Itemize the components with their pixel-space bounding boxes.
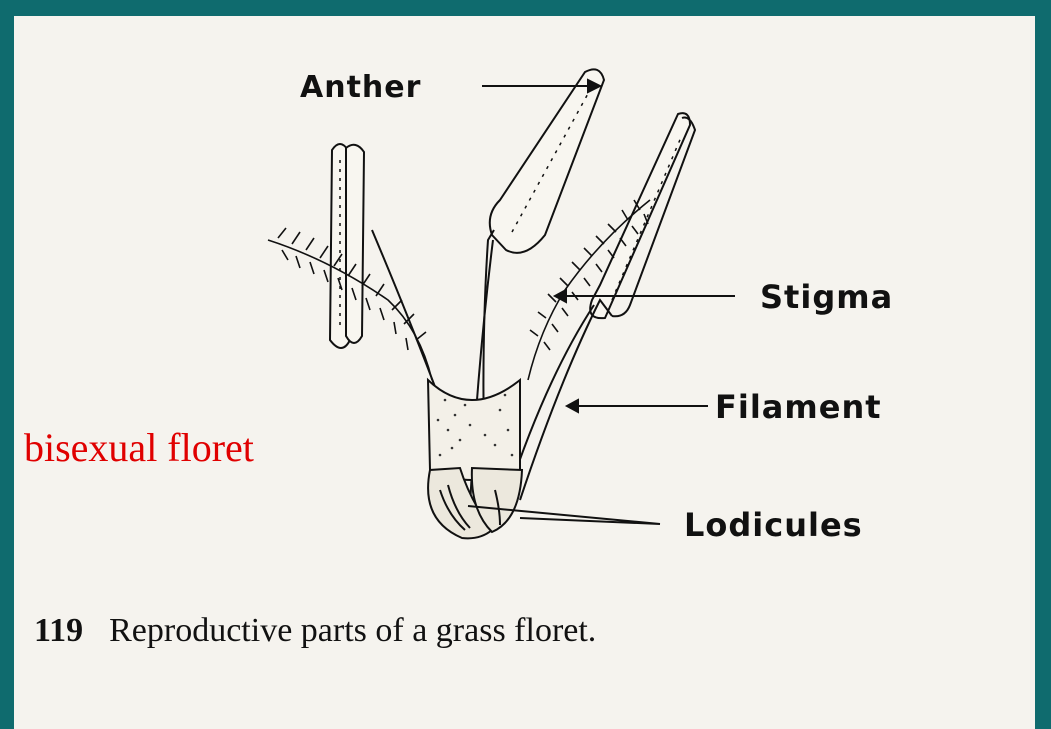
filament-label: Filament — [715, 388, 882, 426]
figure-caption: 119 Reproductive parts of a grass floret. — [34, 612, 596, 650]
anther-label: Anther — [300, 70, 421, 105]
stigmas — [268, 200, 650, 380]
ovary — [428, 380, 520, 480]
right-anther — [590, 113, 695, 318]
bisexual-floret-overlay: bisexual floret — [24, 424, 254, 471]
lodicules — [428, 468, 522, 538]
lodicules-label: Lodicules — [684, 506, 863, 544]
stigma-label: Stigma — [760, 278, 893, 316]
center-anther — [490, 69, 604, 253]
left-anther — [330, 144, 364, 348]
figure-caption-text: Reproductive parts of a grass floret. — [109, 612, 596, 649]
figure-number: 119 — [34, 612, 83, 649]
